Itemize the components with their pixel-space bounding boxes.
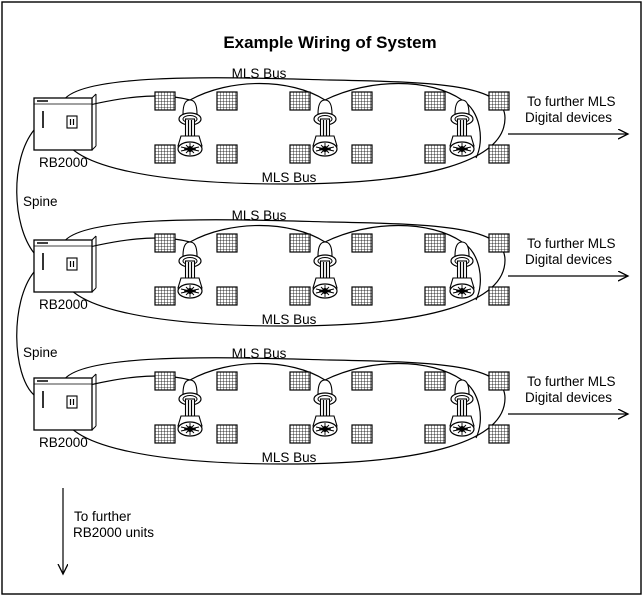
control-panel-icon	[154, 91, 176, 111]
control-panel-icon	[216, 371, 238, 391]
further-rb2000-label: RB2000 units	[73, 525, 154, 540]
spine-label: Spine	[23, 345, 58, 360]
mls-bus-label-bottom: MLS Bus	[262, 170, 317, 185]
mls-bus-label-top: MLS Bus	[232, 346, 287, 361]
bus-link	[189, 224, 326, 243]
diagram-title: Example Wiring of System	[223, 33, 436, 52]
rb2000-label: RB2000	[39, 435, 88, 450]
rb2000-unit-icon	[33, 235, 97, 293]
control-panel-icon	[216, 424, 238, 444]
bus-link	[324, 82, 463, 101]
control-panel-icon	[154, 424, 176, 444]
rb2000-label: RB2000	[39, 297, 88, 312]
rb2000-label: RB2000	[39, 155, 88, 170]
control-panel-icon	[289, 371, 311, 391]
bus-link	[324, 224, 463, 243]
mls-bus-loop	[61, 219, 506, 327]
control-panel-icon	[488, 91, 510, 111]
control-panel-icon	[216, 144, 238, 164]
further-mls-label: Digital devices	[525, 252, 612, 267]
spine-label: Spine	[23, 194, 58, 209]
further-mls-label: To further MLS	[527, 94, 616, 109]
control-panel-icon	[216, 91, 238, 111]
mls-bus-label-bottom: MLS Bus	[262, 450, 317, 465]
further-mls-label: To further MLS	[527, 236, 616, 251]
mls-bus-label-top: MLS Bus	[232, 66, 287, 81]
mls-bus-loop	[61, 77, 506, 185]
control-panel-icon	[154, 233, 176, 253]
control-panel-icon	[424, 233, 446, 253]
further-rb2000-label: To further	[74, 509, 132, 524]
control-panel-icon	[424, 91, 446, 111]
control-panel-icon	[154, 286, 176, 306]
control-panel-icon	[289, 233, 311, 253]
bus-link	[189, 362, 326, 381]
further-mls-label: To further MLS	[527, 374, 616, 389]
spine-wire	[16, 129, 35, 254]
control-panel-icon	[351, 144, 373, 164]
rb2000-unit-icon	[33, 93, 97, 151]
control-panel-icon	[154, 144, 176, 164]
control-panel-icon	[424, 424, 446, 444]
further-mls-label: Digital devices	[525, 390, 612, 405]
mls-bus-loop	[61, 357, 506, 465]
spine-wire	[16, 271, 35, 396]
control-panel-icon	[488, 286, 510, 306]
control-panel-icon	[488, 424, 510, 444]
control-panel-icon	[289, 286, 311, 306]
control-panel-icon	[424, 144, 446, 164]
control-panel-icon	[216, 286, 238, 306]
bus-link	[324, 362, 463, 381]
control-panel-icon	[424, 371, 446, 391]
control-panel-icon	[289, 91, 311, 111]
further-mls-label: Digital devices	[525, 110, 612, 125]
control-panel-icon	[351, 424, 373, 444]
control-panel-icon	[351, 286, 373, 306]
control-panel-icon	[289, 144, 311, 164]
bus-link	[189, 82, 326, 101]
mls-bus-label-top: MLS Bus	[232, 208, 287, 223]
control-panel-icon	[154, 371, 176, 391]
control-panel-icon	[216, 233, 238, 253]
control-panel-icon	[488, 371, 510, 391]
control-panel-icon	[351, 233, 373, 253]
control-panel-icon	[424, 286, 446, 306]
control-panel-icon	[289, 424, 311, 444]
mls-bus-label-bottom: MLS Bus	[262, 312, 317, 327]
control-panel-icon	[488, 144, 510, 164]
control-panel-icon	[351, 91, 373, 111]
control-panel-icon	[488, 233, 510, 253]
rb2000-unit-icon	[33, 373, 97, 431]
control-panel-icon	[351, 371, 373, 391]
